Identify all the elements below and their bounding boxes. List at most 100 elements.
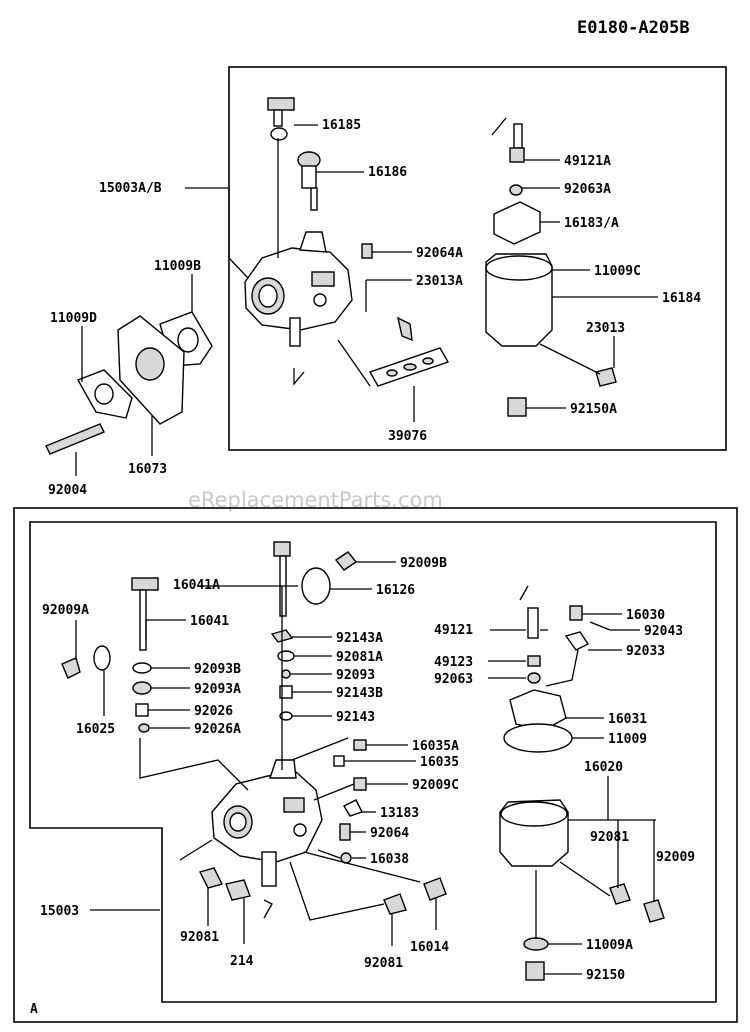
choke-lever-part: [267, 97, 295, 141]
section-a-outer-frame: [13, 507, 738, 1023]
label-23013a: 23013A: [416, 274, 463, 289]
label-92150a: 92150A: [570, 402, 617, 417]
throttle-valve-part: [301, 567, 331, 605]
label-92093a: 92093A: [194, 682, 241, 697]
upper-assembly-group: 16185 16186 15003A/B 92064A 23013A 11009…: [45, 66, 727, 498]
label-92004: 92004: [48, 483, 87, 498]
clip-92033-part: [564, 631, 590, 651]
screw-92081-bottom-part: [383, 893, 407, 915]
bolt-92150-part: [525, 961, 545, 981]
label-16035: 16035: [420, 755, 459, 770]
label-92009a: 92009A: [42, 603, 89, 618]
label-92081-right: 92081: [590, 830, 629, 845]
valve-16030-part: [569, 605, 583, 621]
label-92143b: 92143B: [336, 686, 383, 701]
label-92150: 92150: [586, 968, 625, 983]
label-214: 214: [230, 954, 254, 969]
label-92063a: 92063A: [564, 182, 611, 197]
upper-leader-lines: [75, 117, 658, 476]
label-15003a-b: 15003A/B: [99, 181, 162, 196]
label-92026a: 92026A: [194, 722, 241, 737]
label-92081a: 92081A: [336, 650, 383, 665]
label-92009c: 92009C: [412, 778, 459, 793]
stud-92004-part: [45, 423, 105, 455]
jet-16035-part: [333, 755, 345, 767]
label-13183: 13183: [380, 806, 419, 821]
ring-92093-part: [281, 669, 291, 679]
label-92009b: 92009B: [400, 556, 447, 571]
label-16073: 16073: [128, 462, 167, 477]
label-49121a: 49121A: [564, 154, 611, 169]
spring-92081a-part: [277, 650, 295, 662]
float-bowl-upper-part: [485, 123, 617, 417]
choke-shaft-part: [297, 151, 321, 211]
label-92081-bottom: 92081: [364, 956, 403, 971]
diagram-code: E0180-A205B: [577, 18, 690, 38]
label-11009d: 11009D: [50, 311, 97, 326]
label-16020: 16020: [584, 760, 623, 775]
lower-carburetor-body: [211, 759, 323, 887]
label-16025: 16025: [76, 722, 115, 737]
label-92063: 92063: [434, 672, 473, 687]
label-92143a: 92143A: [336, 631, 383, 646]
screw-92009a-part: [61, 657, 81, 679]
lower-assembly-group: A: [13, 507, 738, 1023]
label-16038: 16038: [370, 852, 409, 867]
label-49121: 49121: [434, 623, 473, 638]
seal-92093b-part: [132, 662, 152, 674]
pipe-13183-part: [343, 799, 363, 817]
label-92093: 92093: [336, 668, 375, 683]
label-92081-left: 92081: [180, 930, 219, 945]
section-a-label: A: [30, 1002, 38, 1017]
label-92064: 92064: [370, 826, 409, 841]
spring-49123-part: [527, 655, 541, 667]
throttle-lever-part: [273, 541, 291, 557]
label-16031: 16031: [608, 712, 647, 727]
label-16184: 16184: [662, 291, 701, 306]
lower-assembly-frame: [29, 521, 717, 1003]
label-49123: 49123: [434, 655, 473, 670]
label-92064a: 92064A: [416, 246, 463, 261]
label-11009: 11009: [608, 732, 647, 747]
label-92143: 92143: [336, 710, 375, 725]
label-11009a: 11009A: [586, 938, 633, 953]
label-92026: 92026: [194, 704, 233, 719]
pin-92043-part: [589, 621, 611, 631]
label-92033: 92033: [626, 644, 665, 659]
choke-valve-part: [93, 645, 111, 671]
label-15003: 15003: [40, 904, 79, 919]
label-16186: 16186: [368, 165, 407, 180]
ring-92063-part: [527, 672, 541, 684]
label-92043: 92043: [644, 624, 683, 639]
upper-carburetor-body: [244, 231, 353, 347]
label-92009: 92009: [656, 850, 695, 865]
screw-16014-part: [423, 877, 447, 901]
float-pin-49121-part: [527, 607, 539, 639]
label-39076: 39076: [388, 429, 427, 444]
label-16183-a: 16183/A: [564, 216, 619, 231]
label-16041a: 16041A: [173, 578, 220, 593]
label-16126: 16126: [376, 583, 415, 598]
label-23013: 23013: [586, 321, 625, 336]
label-11009c: 11009C: [594, 264, 641, 279]
label-92093b: 92093B: [194, 662, 241, 677]
spring-92026-part: [135, 703, 149, 717]
label-16030: 16030: [626, 608, 665, 623]
seal-92093a-part: [132, 681, 152, 695]
choke-lever-lower-part: [131, 577, 159, 591]
label-16014: 16014: [410, 940, 449, 955]
label-16035a: 16035A: [412, 739, 459, 754]
screw-92064-part: [339, 823, 351, 841]
screw-92009c-part: [353, 777, 367, 791]
screw-92081-left-part: [198, 867, 224, 889]
jet-16035a-part: [353, 739, 367, 751]
label-16185: 16185: [322, 118, 361, 133]
spring-92026a-part: [138, 723, 150, 733]
lower-leader-lines: [75, 561, 656, 975]
screw-214-part: [225, 879, 251, 901]
screw-92081-right-part: [609, 883, 631, 905]
gasket-11009-part: [503, 723, 573, 753]
label-16041: 16041: [190, 614, 229, 629]
label-11009b: 11009B: [154, 259, 201, 274]
gasket-11009a-part: [523, 937, 549, 951]
